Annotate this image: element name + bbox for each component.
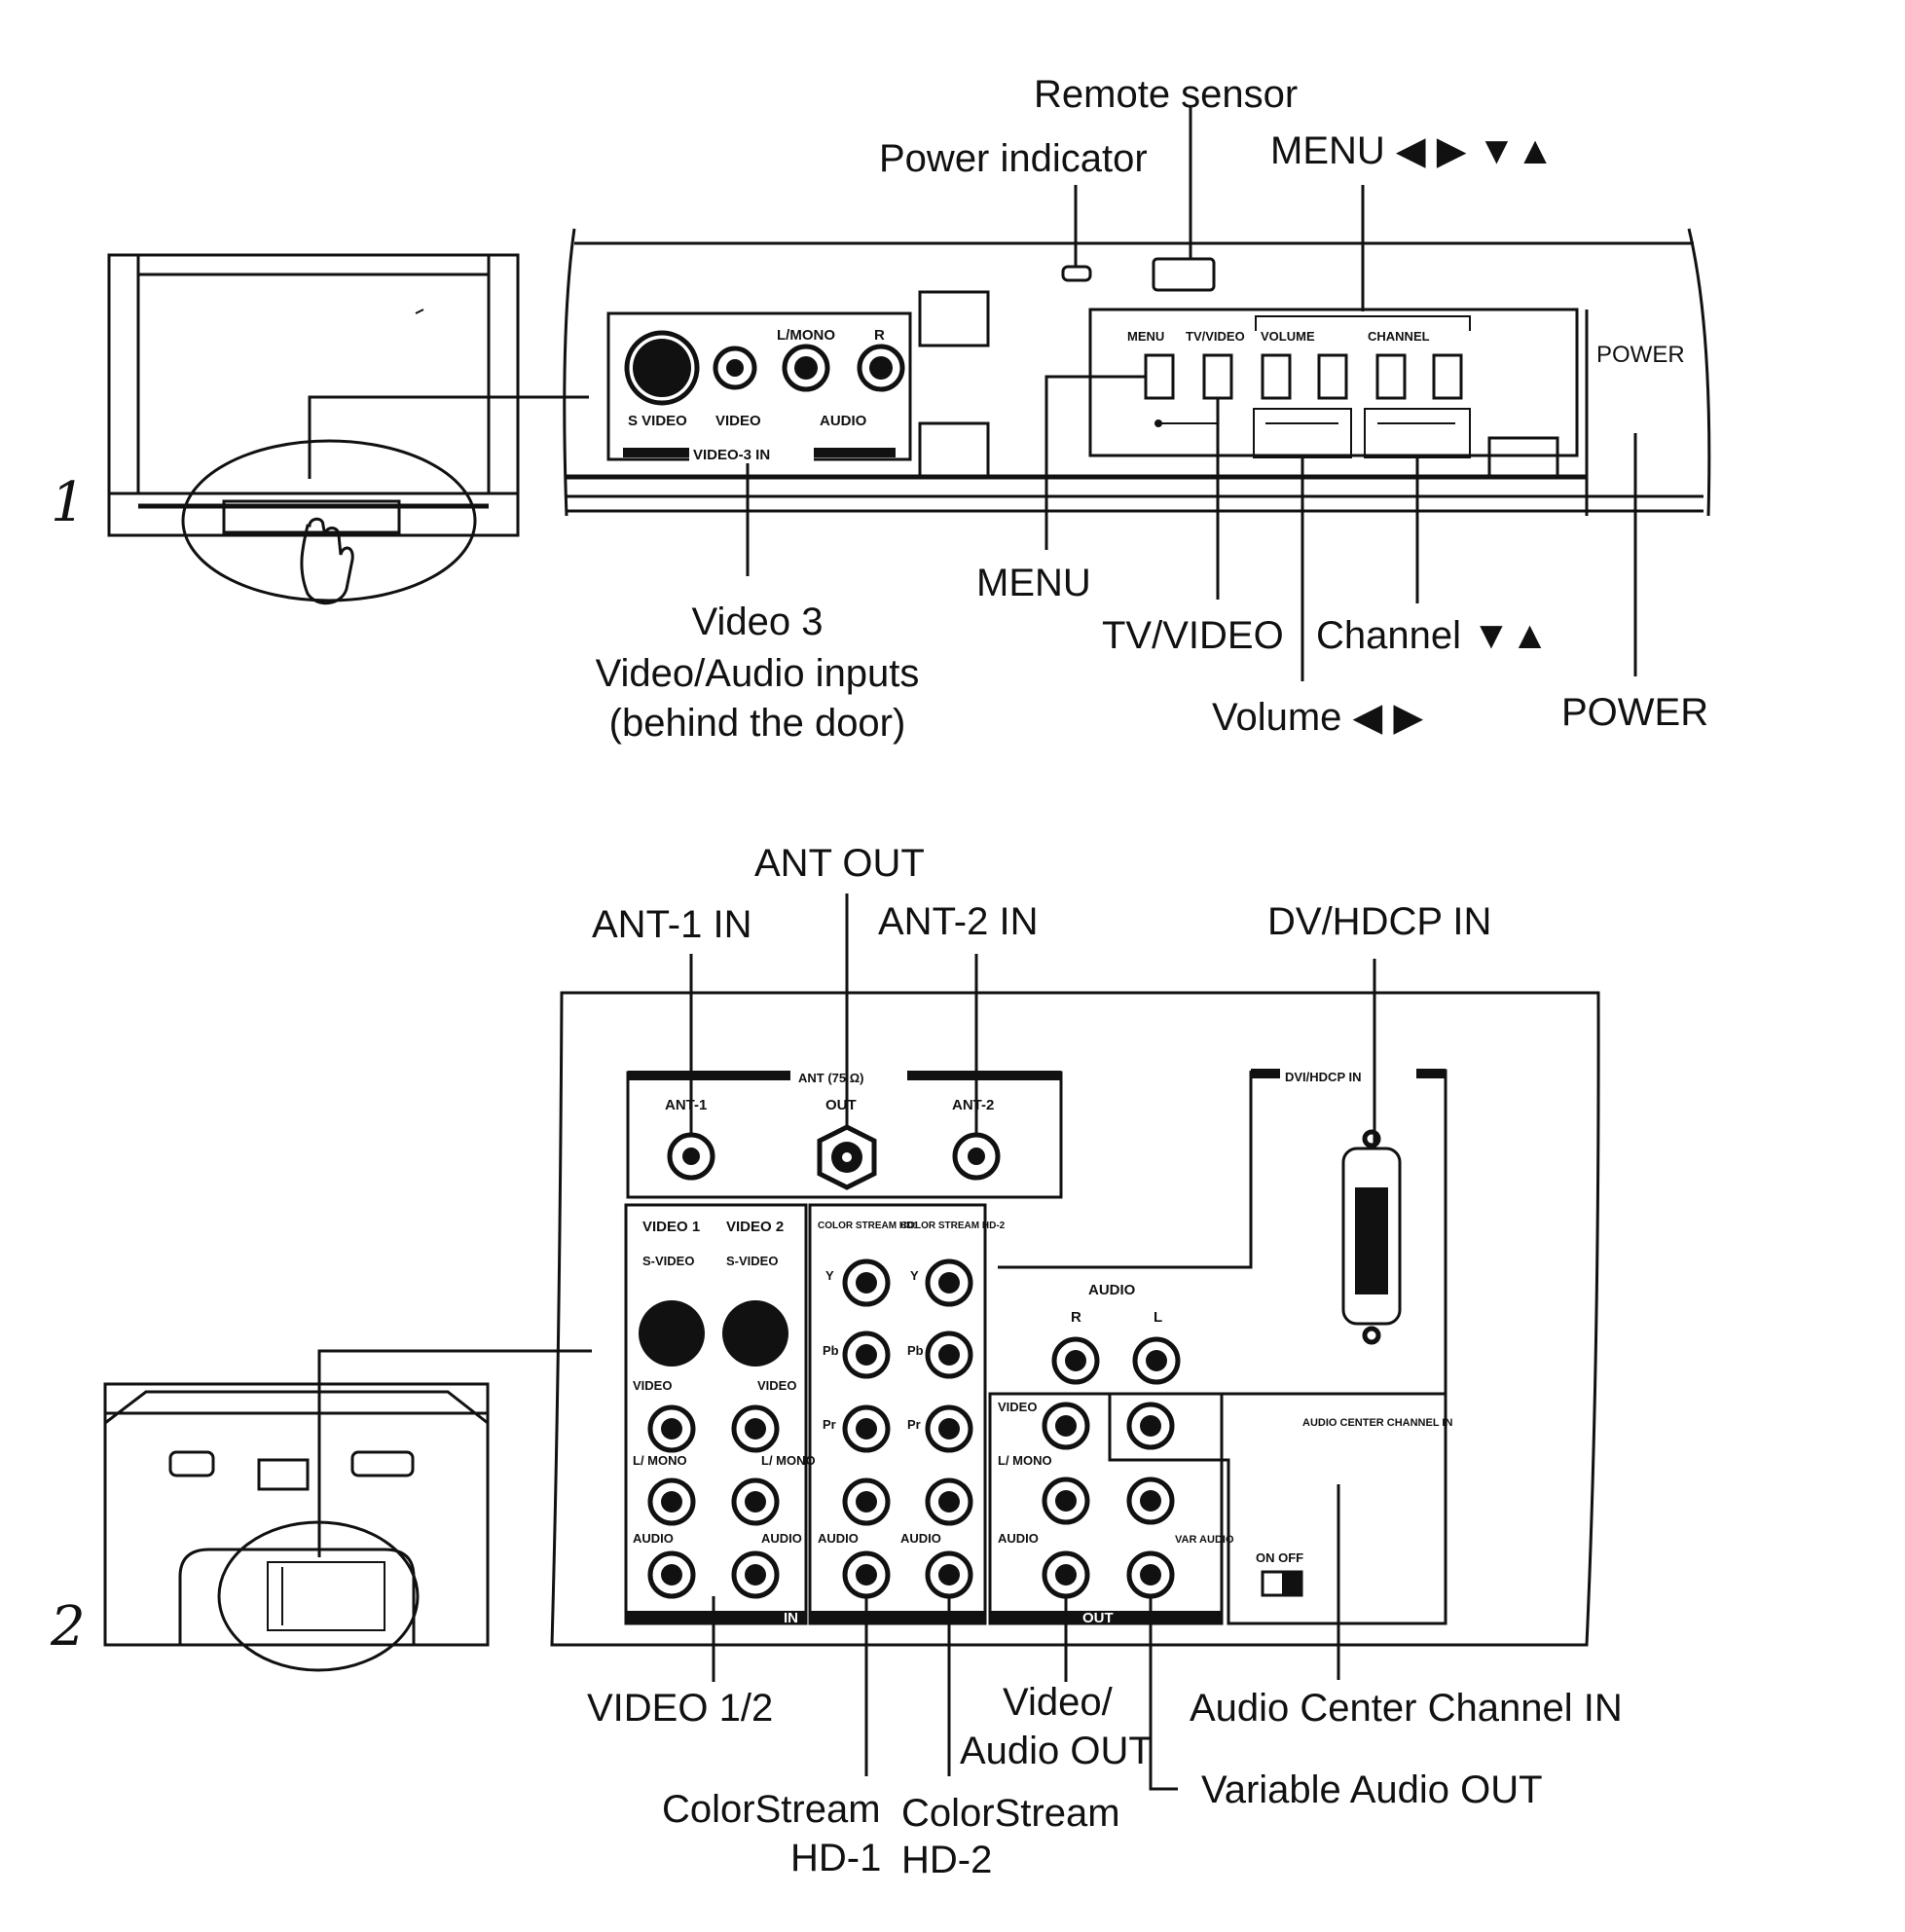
label-channel: Channel ▼▲ [1316,614,1549,657]
video2-lmono-label: L/ MONO [761,1453,816,1468]
menu-button[interactable] [1144,353,1175,400]
label-video3-line3: (behind the door) [609,702,906,745]
video1-header: VIDEO 1 [642,1219,700,1235]
s-video-label: S VIDEO [628,413,687,429]
dvi-connector [1341,1147,1402,1326]
label-cs2-line1: ColorStream [901,1792,1120,1835]
out-lmono-label: L/ MONO [998,1453,1052,1468]
cs2-pr-label: Pr [907,1417,921,1432]
figure-2-number: 2 [50,1595,86,1659]
label-ant-out: ANT OUT [754,842,925,885]
dvi-audio-r-label: R [1071,1309,1081,1326]
label-audio-center: Audio Center Channel IN [1190,1687,1623,1730]
label-variable-audio: Variable Audio OUT [1201,1768,1543,1811]
audio-center-panel-label: AUDIO CENTER CHANNEL IN [1302,1417,1452,1429]
rear-jack-panel: ANT (75 Ω) ANT-1 OUT ANT-2 DVI/HDCP IN A… [550,991,1600,1647]
video-label: VIDEO [715,413,761,429]
cs1-audio-label: AUDIO [818,1531,859,1546]
power-box-label: POWER [1596,342,1685,368]
btn-volume-label: VOLUME [1261,329,1315,344]
label-menu: MENU [976,562,1091,604]
video2-svideo-label: S-VIDEO [726,1254,778,1268]
video1-video-label: VIDEO [633,1378,672,1393]
label-va-out-line1: Video/ [1003,1681,1114,1724]
label-volume: Volume ◀ ▶ [1212,696,1423,739]
power-indicator-led [1061,265,1092,282]
label-tv-video: TV/VIDEO [1102,614,1284,657]
front-control-panel: S VIDEO VIDEO L/MONO R AUDIO VIDEO-3 IN … [563,228,1711,517]
tv-rear-thumbnail [103,1349,592,1672]
out-label: OUT [1082,1610,1114,1626]
dvi-audio-l-label: L [1154,1309,1162,1326]
label-va-out-line2: Audio OUT [960,1730,1153,1772]
label-cs1-line2: HD-1 [790,1837,881,1879]
video1-svideo-label: S-VIDEO [642,1254,694,1268]
cs2-header: COLOR STREAM HD-2 [900,1221,1006,1231]
label-dvi-in: DV/HDCP IN [1267,900,1491,943]
cs2-y-label: Y [910,1268,919,1283]
label-cs1-line1: ColorStream [662,1788,881,1831]
video2-svideo-jack [722,1300,788,1367]
btn-tvvideo-label: TV/VIDEO [1186,329,1245,344]
video12-section [624,1203,808,1625]
channel-up-button[interactable] [1432,353,1463,400]
video2-audio-label: AUDIO [761,1531,802,1546]
label-power: POWER [1561,691,1708,734]
label-video3-line2: Video/Audio inputs [596,652,920,695]
video2-video-label: VIDEO [757,1378,796,1393]
figure-1-leaders [746,107,1637,681]
video2-header: VIDEO 2 [726,1219,784,1235]
var-audio-label: VAR AUDIO [1175,1534,1234,1546]
video1-svideo-jack [639,1300,705,1367]
volume-down-button[interactable] [1261,353,1292,400]
tv-front-thumbnail [107,253,589,604]
volume-up-button[interactable] [1317,353,1348,400]
dvi-header: DVI/HDCP IN [1285,1070,1362,1084]
in-label: IN [784,1610,798,1626]
l-mono-label: L/MONO [777,327,835,344]
hand-icon [300,517,354,604]
on-off-label: ON OFF [1256,1550,1303,1565]
ant2-jack-label: ANT-2 [952,1097,994,1113]
cs2-audio-label: AUDIO [900,1531,941,1546]
label-power-indicator: Power indicator [879,137,1148,180]
remote-sensor-window [1152,257,1216,292]
out-video-label: VIDEO [998,1400,1037,1414]
tv-video-button[interactable] [1202,353,1233,400]
btn-menu-label: MENU [1127,329,1164,344]
cs1-pr-label: Pr [823,1417,836,1432]
cs1-y-label: Y [825,1268,834,1283]
label-video12: VIDEO 1/2 [587,1687,773,1730]
dvi-audio-label: AUDIO [1088,1282,1136,1298]
audio-label: AUDIO [820,413,867,429]
label-ant2-in: ANT-2 IN [878,900,1038,943]
zoom-circle [181,439,477,602]
cs1-header: COLOR STREAM HD1 [818,1221,919,1231]
output-section [988,1392,1224,1625]
label-cs2-line2: HD-2 [901,1839,992,1881]
out-jack-label: OUT [825,1097,857,1113]
label-remote-sensor: Remote sensor [1034,73,1298,116]
btn-channel-label: CHANNEL [1368,329,1430,344]
out-audio-label: AUDIO [998,1531,1039,1546]
ant1-jack-label: ANT-1 [665,1097,707,1113]
label-ant1-in: ANT-1 IN [592,903,751,946]
colorstream-section [808,1203,987,1625]
video1-lmono-label: L/ MONO [633,1453,687,1468]
cs1-pb-label: Pb [823,1343,839,1358]
label-menu-arrows: MENU ◀ ▶ ▼▲ [1270,129,1555,172]
video1-audio-label: AUDIO [633,1531,674,1546]
video3-in-label: VIDEO-3 IN [693,447,770,463]
figure-2-leaders [689,893,1376,1791]
figure-1-number: 1 [51,471,86,534]
r-label: R [874,327,885,344]
label-video3-line1: Video 3 [692,601,824,643]
cs2-pb-label: Pb [907,1343,924,1358]
ant-header: ANT (75 Ω) [798,1071,863,1085]
channel-down-button[interactable] [1375,353,1407,400]
